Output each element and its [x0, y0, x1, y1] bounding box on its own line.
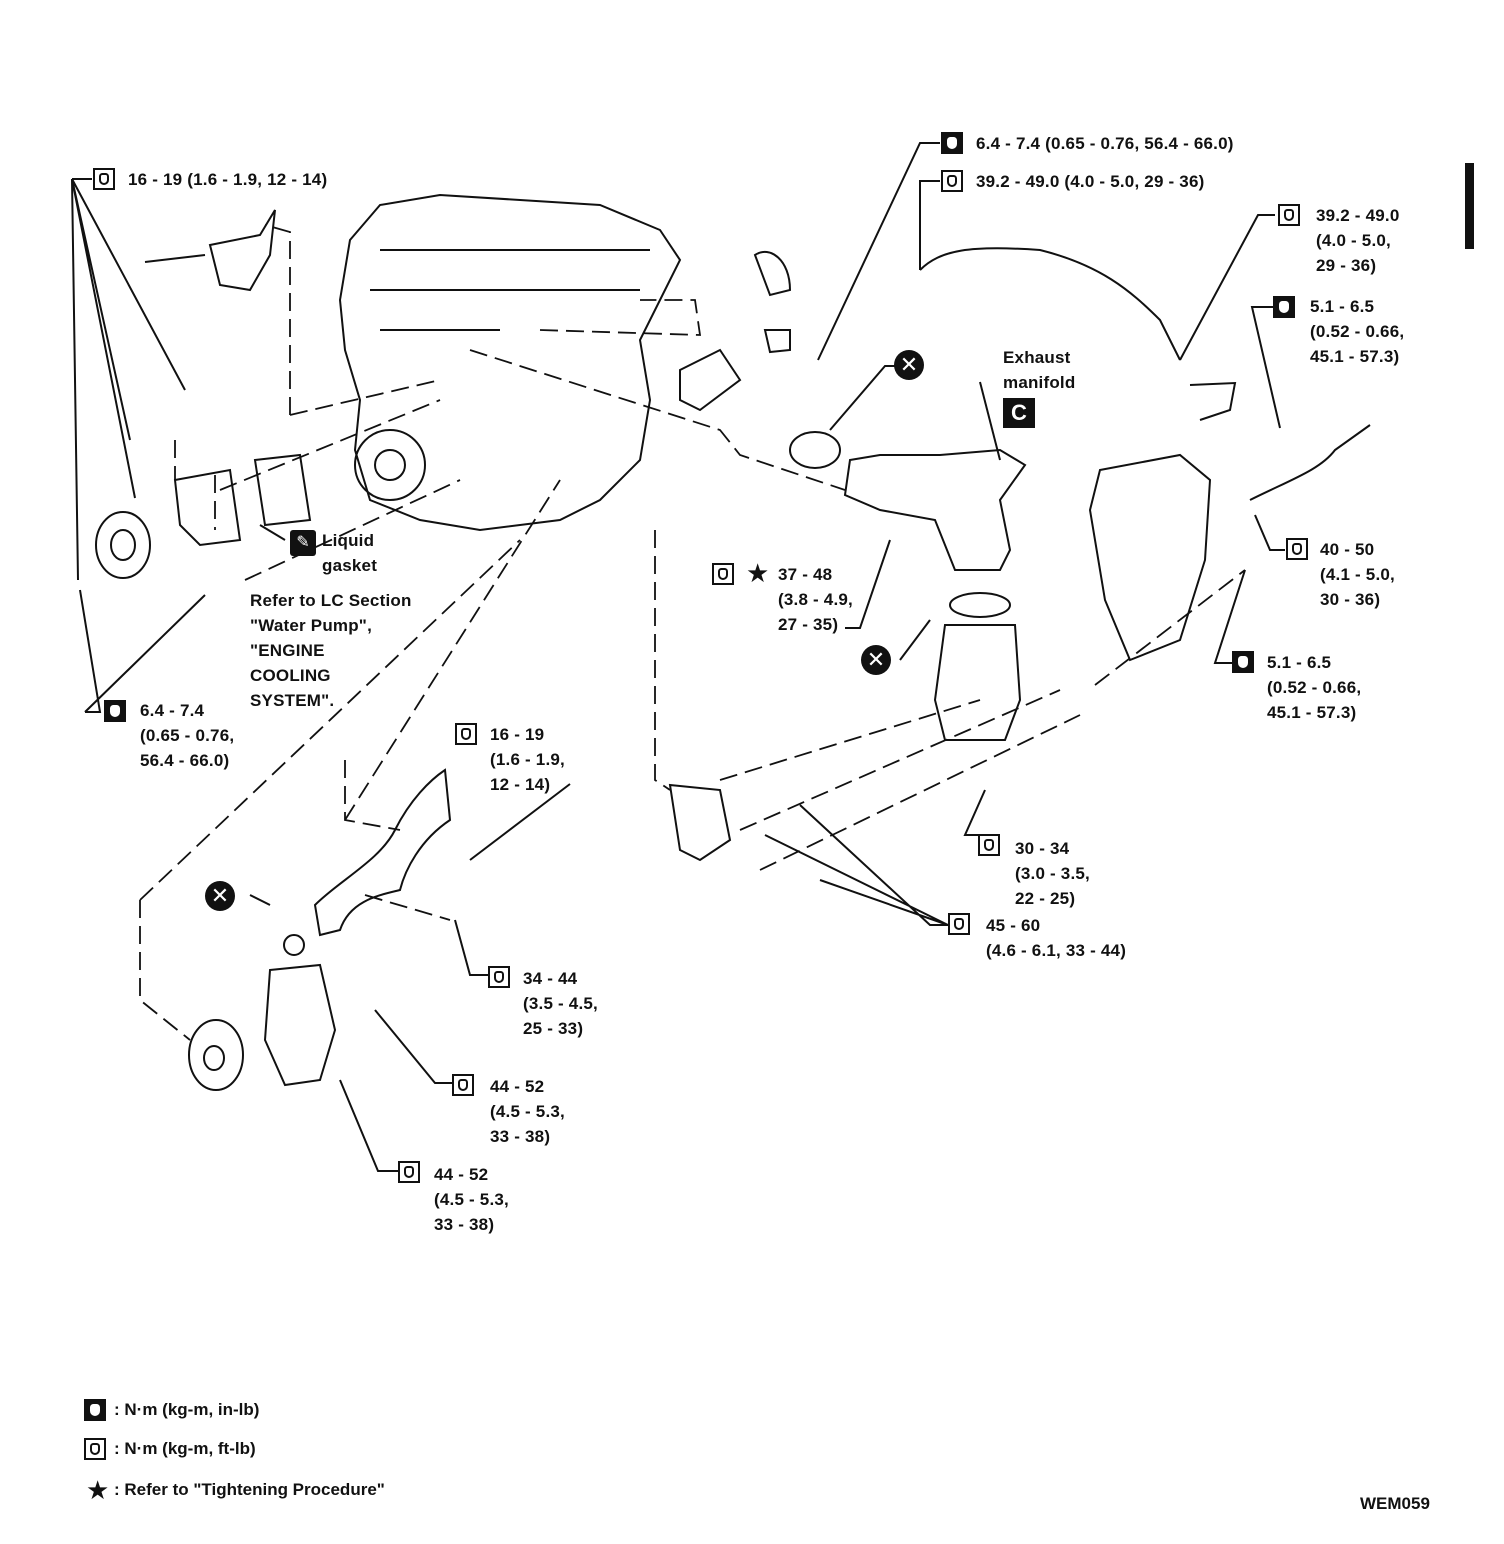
torque-label: 16 - 19 (1.6 - 1.9, 12 - 14): [490, 725, 565, 794]
star-icon: ★: [746, 558, 770, 588]
torque-ft-lb-icon: [941, 170, 963, 192]
torque-in-lb-icon: [941, 132, 963, 154]
legend-in-lb: : N·m (kg-m, in-lb): [114, 1400, 260, 1419]
water-pump-reference: Refer to LC Section "Water Pump", "ENGIN…: [250, 591, 412, 710]
torque-label: 34 - 44 (3.5 - 4.5, 25 - 33): [523, 969, 598, 1038]
torque-ft-lb-icon: [398, 1161, 420, 1183]
engine-block: [338, 193, 682, 532]
torque-ft-lb-icon: [978, 834, 1000, 856]
torque-label: 39.2 - 49.0 (4.0 - 5.0, 29 - 36): [1316, 206, 1400, 275]
egr-tube: [919, 247, 1181, 361]
torque-ft-lb-icon: [488, 966, 510, 988]
legend-star: : Refer to "Tightening Procedure": [114, 1480, 385, 1499]
figure-code: WEM059: [1360, 1494, 1430, 1513]
torque-label: 44 - 52 (4.5 - 5.3, 33 - 38): [434, 1165, 509, 1234]
exhaust-manifold-label: Exhaust manifold: [1003, 348, 1076, 392]
torque-label: 45 - 60 (4.6 - 6.1, 33 - 44): [986, 916, 1127, 960]
heat-shield: [1088, 453, 1212, 662]
liquid-gasket-label: Liquid gasket: [322, 531, 378, 575]
torque-in-lb-icon: [1273, 296, 1295, 318]
torque-label: 40 - 50 (4.1 - 5.0, 30 - 36): [1320, 540, 1395, 609]
torque-in-lb-icon: [104, 700, 126, 722]
torque-label: 5.1 - 6.5 (0.52 - 0.66, 45.1 - 57.3): [1267, 653, 1362, 722]
torque-ft-lb-icon: [1286, 538, 1308, 560]
lower-bracket: [263, 963, 337, 1087]
catalytic-converter: [933, 624, 1022, 741]
torque-label: 6.4 - 7.4 (0.65 - 0.76, 56.4 - 66.0): [976, 134, 1234, 153]
torque-ft-lb-icon: [1278, 204, 1300, 226]
do-not-reuse-icon: ✕: [861, 645, 891, 675]
torque-ft-lb-icon: [93, 168, 115, 190]
liquid-gasket-icon: ✎: [290, 530, 316, 556]
torque-ft-lb-icon: [84, 1438, 106, 1460]
do-not-reuse-icon: ✕: [894, 350, 924, 380]
star-icon: ★: [86, 1475, 110, 1505]
torque-ft-lb-icon: [948, 913, 970, 935]
exhaust-manifold: [843, 448, 1027, 571]
crank-pulley: [354, 429, 426, 501]
margin-bar: [1465, 163, 1474, 249]
legend-ft-lb: : N·m (kg-m, ft-lb): [114, 1439, 256, 1458]
torque-label: 6.4 - 7.4 (0.65 - 0.76, 56.4 - 66.0): [140, 701, 235, 770]
torque-ft-lb-icon: [452, 1074, 474, 1096]
torque-in-lb-icon: [84, 1399, 106, 1421]
torque-ft-lb-icon: [455, 723, 477, 745]
do-not-reuse-icon: ✕: [205, 881, 235, 911]
c-box-icon: C: [1003, 398, 1035, 428]
torque-in-lb-icon: [1232, 651, 1254, 673]
torque-label: 16 - 19 (1.6 - 1.9, 12 - 14): [128, 170, 328, 189]
torque-label: 37 - 48 (3.8 - 4.9, 27 - 35): [778, 565, 853, 634]
torque-label: 39.2 - 49.0 (4.0 - 5.0, 29 - 36): [976, 172, 1205, 191]
torque-label: 30 - 34 (3.0 - 3.5, 22 - 25): [1015, 839, 1090, 908]
torque-label: 5.1 - 6.5 (0.52 - 0.66, 45.1 - 57.3): [1310, 297, 1405, 366]
water-pump-pulley: [95, 511, 151, 579]
torque-label: 44 - 52 (4.5 - 5.3, 33 - 38): [490, 1077, 565, 1146]
torque-ft-lb-icon: [712, 563, 734, 585]
water-inlet-pipe: [313, 768, 452, 937]
